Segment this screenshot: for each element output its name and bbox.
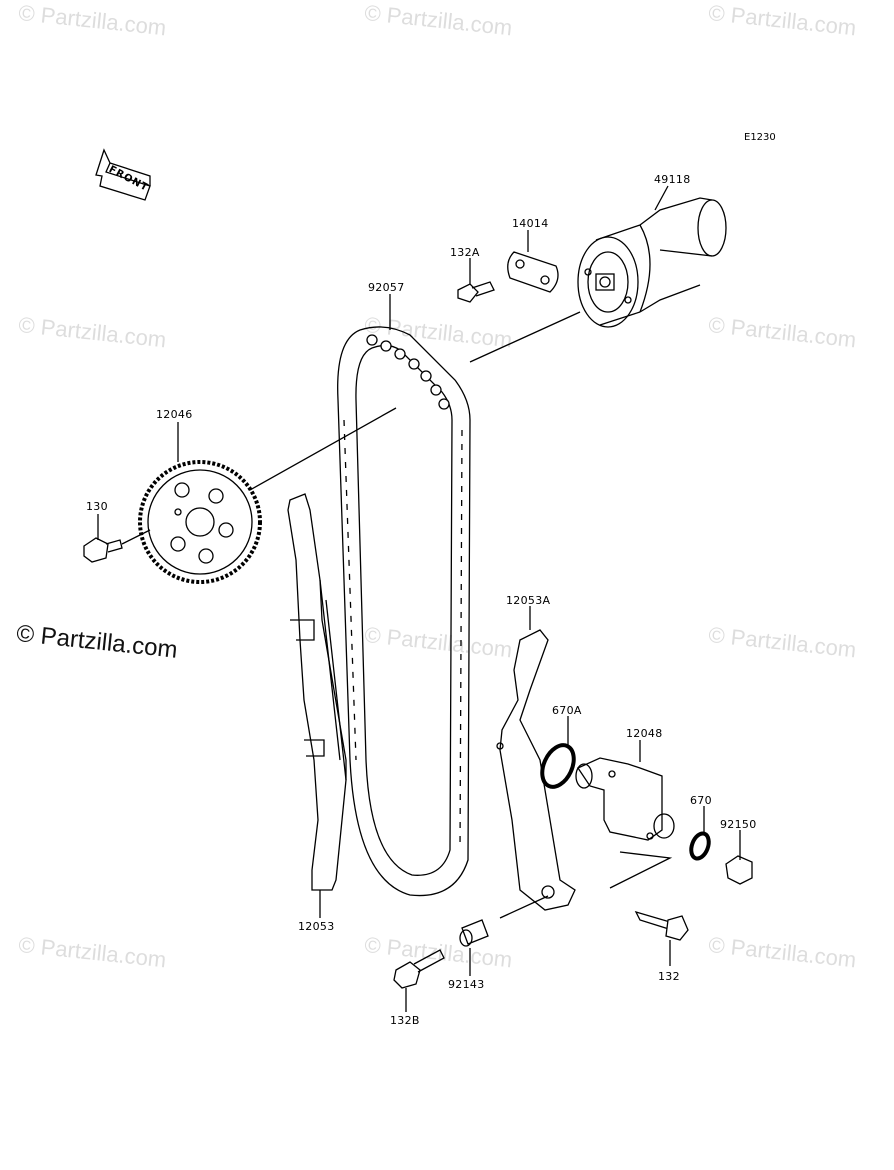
bolt-132b (393, 949, 445, 989)
front-arrow-icon (95, 148, 151, 201)
bolt-92150 (725, 850, 753, 885)
bolt-132 (634, 910, 689, 941)
part-label-12053[interactable]: 12053 (298, 920, 335, 933)
part-label-49118[interactable]: 49118 (654, 173, 691, 186)
part-label-132[interactable]: 132 (658, 970, 680, 983)
part-label-12046[interactable]: 12046 (156, 408, 193, 421)
guide-a (496, 629, 576, 911)
collar (459, 919, 489, 947)
part-label-14014[interactable]: 14014 (512, 217, 549, 230)
part-label-670a[interactable]: 670A (552, 704, 582, 717)
leader-tensioner-bolt (609, 851, 673, 889)
part-label-12053a[interactable]: 12053A (506, 594, 551, 607)
bolt-132a (457, 281, 495, 303)
leader-sprocket-axis (249, 407, 397, 491)
chain (337, 326, 471, 897)
part-label-12048[interactable]: 12048 (626, 727, 663, 740)
diagram-code: E1230 (744, 132, 776, 143)
leader-collar-axis (499, 895, 549, 919)
leader-49118 (654, 185, 669, 211)
part-label-132b[interactable]: 132B (390, 1014, 420, 1027)
tensioner (575, 757, 675, 841)
camshaft (577, 197, 727, 328)
leader-camshaft (469, 311, 581, 363)
guide (287, 493, 347, 891)
oring-670 (689, 831, 711, 861)
part-label-92143[interactable]: 92143 (448, 978, 485, 991)
plate (507, 251, 559, 293)
part-label-130[interactable]: 130 (86, 500, 108, 513)
part-label-670[interactable]: 670 (690, 794, 712, 807)
part-label-92150[interactable]: 92150 (720, 818, 757, 831)
sprocket (138, 460, 262, 584)
oring-670a (540, 743, 576, 789)
part-label-92057[interactable]: 92057 (368, 281, 405, 294)
part-label-132a[interactable]: 132A (450, 246, 480, 259)
bolt-130 (83, 529, 151, 563)
